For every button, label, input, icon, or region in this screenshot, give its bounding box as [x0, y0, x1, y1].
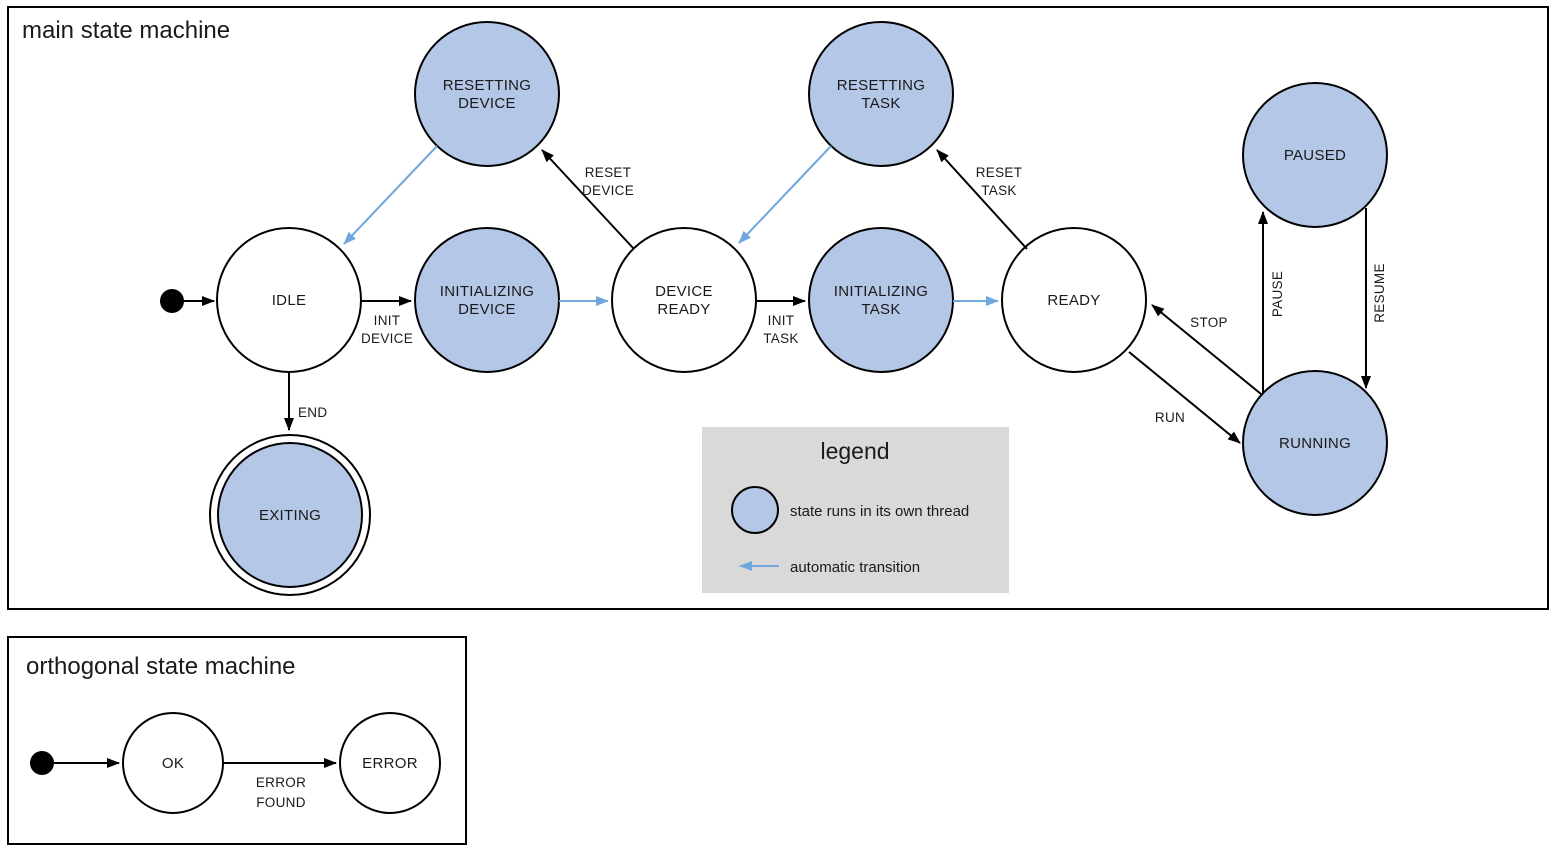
state-resetting-device: [414, 21, 560, 167]
state-initializing-device: [414, 227, 560, 373]
transition-stop-label: STOP: [1190, 315, 1228, 330]
state-ready-label: READY: [1047, 292, 1100, 309]
transition-run: [1128, 351, 1241, 444]
transition-run-label: RUN: [1155, 410, 1185, 425]
transition-init-task-label-line2: TASK: [763, 331, 798, 346]
legend-threaded-state-text: state runs in its own thread: [790, 503, 969, 520]
main-panel-title: main state machine: [22, 17, 230, 44]
state-initializing-device-label-line1: INITIALIZING: [440, 283, 534, 300]
transition-error-found-label-line1: ERROR: [256, 775, 306, 790]
state-initializing-task-label-line1: INITIALIZING: [834, 283, 928, 300]
state-running: [1242, 370, 1388, 516]
transition-stop: [1151, 304, 1262, 395]
legend-title: legend: [820, 438, 889, 464]
transition-init-device-label-line2: DEVICE: [361, 331, 413, 346]
initial-state-dot: [160, 289, 184, 313]
legend-auto-transition-text: automatic transition: [790, 559, 920, 576]
orthogonal-panel-border: [7, 636, 467, 845]
transition-reset-task-label-line2: TASK: [981, 183, 1016, 198]
main-panel-border: [7, 6, 1549, 610]
main-state-machine-panel: main state machine IDLE INIT DEVICE INIT…: [7, 6, 1549, 610]
transition-reset-device-label-line2: DEVICE: [582, 183, 634, 198]
state-paused-label: PAUSED: [1284, 147, 1346, 164]
transition-reset-task-label-line1: RESET: [976, 165, 1023, 180]
state-device-ready: [611, 227, 757, 373]
transition-auto-resetting-task-to-device-ready: [738, 145, 832, 244]
transition-init-device-label-line1: INIT: [374, 313, 401, 328]
state-device-ready-label-line2: READY: [657, 301, 710, 318]
transition-reset-device-label-line1: RESET: [585, 165, 632, 180]
state-error-label: ERROR: [362, 755, 418, 772]
state-idle-label: IDLE: [272, 292, 307, 309]
state-running-label: RUNNING: [1279, 435, 1351, 452]
state-exiting-label: EXITING: [259, 507, 321, 524]
state-initializing-task: [808, 227, 954, 373]
orthogonal-state-machine-panel: orthogonal state machine OK ERROR FOUND …: [7, 636, 467, 845]
orthogonal-panel-title: orthogonal state machine: [26, 653, 296, 680]
state-initializing-task-label-line2: TASK: [861, 301, 900, 318]
transition-resume-label: RESUME: [1372, 263, 1387, 323]
legend: legend state runs in its own thread auto…: [702, 427, 1009, 593]
state-resetting-task: [808, 21, 954, 167]
state-resetting-device-label-line2: DEVICE: [458, 95, 516, 112]
transition-reset-task: [936, 149, 1028, 250]
state-resetting-task-label-line2: TASK: [861, 95, 900, 112]
state-resetting-task-label-line1: RESETTING: [837, 77, 926, 94]
state-paused: [1242, 82, 1388, 228]
state-ready: [1001, 227, 1147, 373]
transition-reset-device: [541, 149, 635, 250]
transition-error-found-label-line2: FOUND: [256, 795, 306, 810]
legend-threaded-state-icon: [731, 486, 779, 534]
transition-pause-label: PAUSE: [1270, 271, 1285, 317]
state-resetting-device-label-line1: RESETTING: [443, 77, 532, 94]
orthogonal-initial-state-dot: [30, 751, 54, 775]
state-exiting: [217, 442, 363, 588]
transition-init-task-label-line1: INIT: [768, 313, 795, 328]
transition-end-label: END: [298, 405, 327, 420]
state-ok-label: OK: [162, 755, 184, 772]
state-error: [339, 712, 441, 814]
state-device-ready-label-line1: DEVICE: [655, 283, 713, 300]
state-initializing-device-label-line2: DEVICE: [458, 301, 516, 318]
transition-auto-resetting-device-to-idle: [343, 145, 438, 245]
